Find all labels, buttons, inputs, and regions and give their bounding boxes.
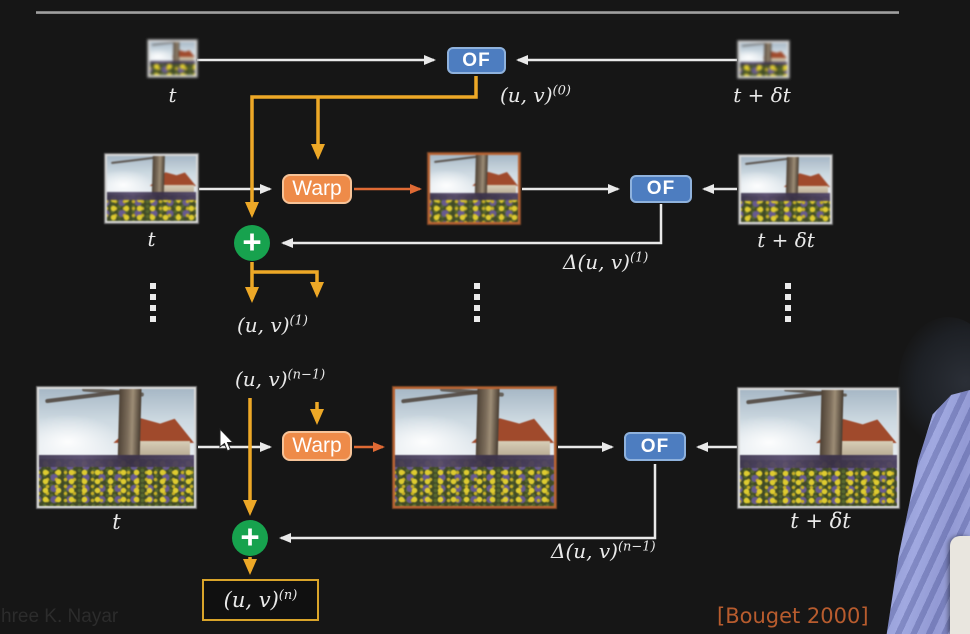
result-flow-box: (u, v)(n) [202,579,319,621]
ellipsis-center [474,283,480,322]
label-tdt-mid: t + δt [757,228,815,252]
ellipsis-right [785,283,791,322]
sum-node-mid: + [234,225,270,261]
flow1-branch-line [252,270,324,298]
arrow-ofn-to-plus [279,464,657,543]
label-t-mid: t [147,227,156,251]
arrow-of1-to-plus [281,204,663,248]
label-flow-n: (u, v)(n) [223,588,298,612]
of-box-mid: OF [630,175,692,203]
label-flow-1: (u, v)(1) [237,313,308,337]
image-frame-tdt-mid [739,155,832,224]
scene-house [171,50,195,62]
mouse-cursor[interactable] [219,428,237,454]
label-flow-0: (u, v)(0) [500,83,571,107]
image-frame-t-big [37,387,196,508]
image-frame-tdt-small [738,41,789,78]
label-delta-n1: Δ(u, v)(n−1) [551,539,656,563]
label-delta-1: Δ(u, v)(1) [563,250,649,274]
watermark-author: hree K. Nayar [1,606,119,627]
image-frame-warped-mid [428,153,520,224]
background-panel [950,536,970,634]
warp-label: Warp [292,177,342,200]
image-frame-warped-bottom [393,387,556,508]
image-frame-t-small [148,40,197,77]
image-frame-t-mid [105,154,198,223]
of-label: OF [462,49,491,71]
of-box-bottom: OF [624,432,686,461]
title-rule [36,11,899,14]
scene-hedge [150,60,195,65]
label-tdt-bottom: t + δt [790,509,851,533]
label-tdt-top: t + δt [733,83,791,107]
warp-box-bottom: Warp [282,431,352,461]
of-box-top: OF [447,47,506,74]
scene-flowerbed [150,61,195,75]
image-frame-tdt-big [738,388,899,508]
label-t-bottom: t [112,510,121,534]
label-t-top: t [168,83,177,107]
sum-node-bottom: + [232,520,268,556]
flow0-feedback-line [245,76,478,218]
citation-reference: [Bouget 2000] [717,604,869,628]
speaker-video-sliver [880,295,970,634]
warp-box-mid: Warp [282,174,352,204]
label-flow-n1: (u, v)(n−1) [235,367,326,391]
ellipsis-left [150,283,156,322]
